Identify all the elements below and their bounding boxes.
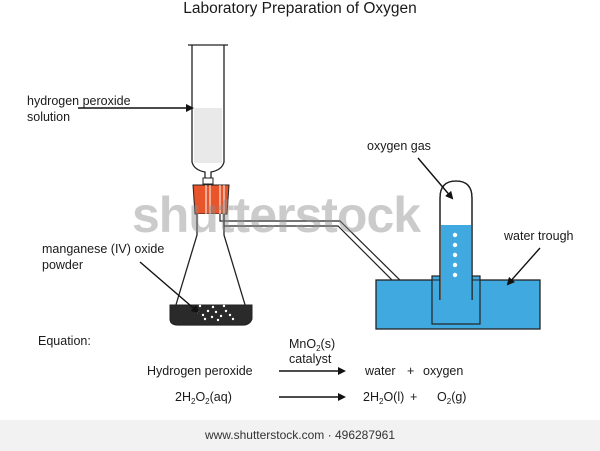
- symbol-reactant: 2H2O2(aq): [175, 390, 232, 406]
- label-water-trough: water trough: [504, 229, 574, 243]
- label-hydrogen-peroxide: hydrogen peroxide solution: [27, 94, 131, 124]
- footer-bar: www.shutterstock.com · 496287961: [0, 420, 600, 451]
- label-oxygen-gas: oxygen gas: [367, 139, 431, 153]
- equation-arrows: [279, 367, 346, 401]
- catalyst-formula: MnO2(s): [289, 337, 336, 353]
- rubber-stopper: [192, 184, 230, 215]
- diagram-title: Laboratory Preparation of Oxygen: [183, 0, 417, 17]
- gas-bubbles: [452, 232, 458, 278]
- arrow-water-trough: [506, 247, 541, 286]
- footer-text: www.shutterstock.com · 496287961: [204, 428, 396, 442]
- conical-flask: [169, 214, 253, 326]
- catalyst-label: catalyst: [289, 352, 332, 366]
- watermark-text: shutterstock: [132, 187, 421, 243]
- symbol-product-oxygen: O2(g): [437, 390, 467, 406]
- label-arrows: [78, 104, 541, 314]
- arrow-manganese: [139, 261, 200, 314]
- word-product-oxygen: oxygen: [423, 364, 464, 378]
- word-reactant: Hydrogen peroxide: [147, 364, 253, 378]
- word-plus: +: [407, 364, 415, 378]
- gas-jar: [439, 180, 473, 300]
- arrow-oxygen-gas: [417, 157, 454, 200]
- symbol-plus: +: [410, 390, 418, 404]
- symbol-product-water: 2H2O(l): [363, 390, 405, 406]
- equation-heading: Equation:: [38, 334, 91, 348]
- label-manganese-oxide: manganese (IV) oxide powder: [42, 242, 165, 272]
- word-product-water: water: [365, 364, 396, 378]
